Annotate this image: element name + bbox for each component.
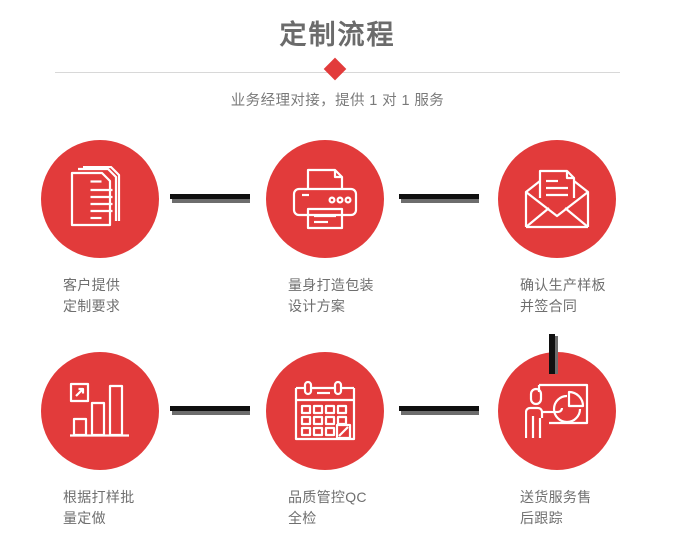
connector-shadow [172, 199, 250, 203]
connector-bar [549, 334, 555, 374]
process-step-3[interactable]: 确认生产样板 并签合同 [498, 140, 675, 317]
connector-bar [399, 194, 479, 199]
presenter-board-icon [525, 383, 589, 438]
process-step-6[interactable]: 送货服务售 后跟踪 [498, 352, 675, 529]
connector-step5-step6 [399, 406, 479, 415]
connector-step4-step5 [170, 406, 250, 415]
diamond-icon [323, 57, 346, 81]
connector-shadow [401, 199, 479, 203]
process-flow: 客户提供 定制要求 [0, 140, 675, 550]
process-step-4[interactable]: 根据打样批 量定做 [41, 352, 241, 529]
header: 定制流程 业务经理对接，提供 1 对 1 服务 [0, 0, 675, 130]
step-1-label: 客户提供 定制要求 [63, 277, 121, 314]
step-1-circle [41, 140, 159, 258]
step-6-label: 送货服务售 后跟踪 [520, 489, 592, 526]
documents-icon [70, 166, 121, 227]
step-3-label: 确认生产样板 并签合同 [520, 277, 606, 314]
step-5-circle [266, 352, 384, 470]
divider [0, 57, 675, 96]
step-3-circle [498, 140, 616, 258]
connector-bar [170, 194, 250, 199]
page-title: 定制流程 [279, 20, 396, 50]
connector-step2-step3 [399, 194, 479, 203]
calendar-check-icon [294, 380, 356, 441]
connector-bar [170, 406, 250, 411]
connector-shadow [172, 411, 250, 415]
step-4-circle [41, 352, 159, 470]
step-2-circle [266, 140, 384, 258]
connector-shadow [401, 411, 479, 415]
step-5-label: 品质管控QC 全检 [288, 489, 367, 526]
connector-step3-step6 [549, 334, 558, 374]
envelope-letter-icon [524, 169, 590, 229]
printer-icon [292, 168, 358, 230]
step-2-label: 量身打造包装 设计方案 [288, 277, 374, 314]
bar-chart-growth-icon [69, 382, 129, 437]
connector-bar [399, 406, 479, 411]
process-step-5[interactable]: 品质管控QC 全检 [266, 352, 466, 529]
page-subtitle: 业务经理对接，提供 1 对 1 服务 [230, 93, 445, 109]
connector-step1-step2 [170, 194, 250, 203]
process-step-2[interactable]: 量身打造包装 设计方案 [266, 140, 466, 317]
step-4-label: 根据打样批 量定做 [63, 489, 135, 526]
process-step-1[interactable]: 客户提供 定制要求 [41, 140, 241, 317]
connector-shadow [555, 336, 558, 374]
